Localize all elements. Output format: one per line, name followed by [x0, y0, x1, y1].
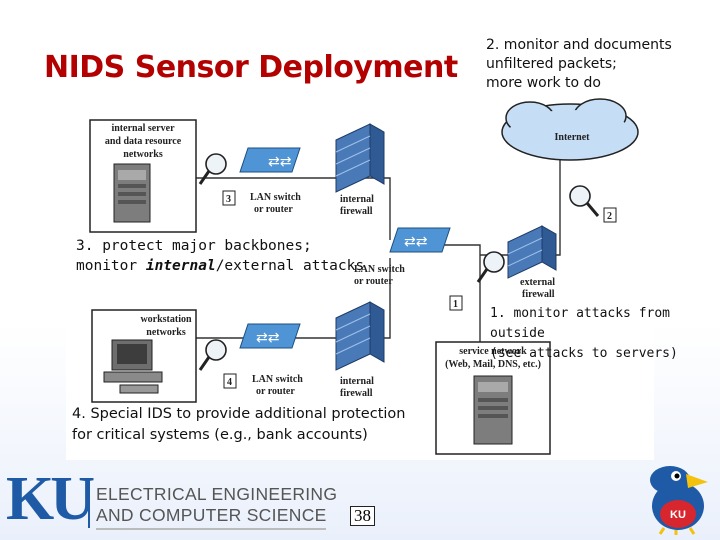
firewall-icon: external firewall	[507, 225, 557, 300]
jayhawk-mascot-icon: KU	[650, 466, 708, 535]
svg-text:LAN switch: LAN switch	[354, 264, 405, 275]
svg-text:firewall: firewall	[340, 206, 373, 217]
svg-text:KU: KU	[670, 509, 686, 521]
department-name: ELECTRICAL ENGINEERING AND COMPUTER SCIE…	[96, 484, 338, 525]
magnifier-icon	[198, 153, 227, 185]
svg-text:internal: internal	[340, 194, 374, 205]
note-line: for critical systems (e.g., bank account…	[72, 427, 368, 443]
svg-text:or router: or router	[256, 386, 295, 397]
svg-text:and data resource: and data resource	[105, 136, 182, 147]
svg-text:service network: service network	[459, 346, 527, 357]
service-network: service network (Web, Mail, DNS, etc.)	[435, 341, 551, 455]
magnifier-icon	[569, 185, 600, 217]
firewall-icon: internal firewall	[335, 123, 385, 217]
note-line: 2. monitor and documents	[486, 37, 672, 53]
svg-text:⇄⇄: ⇄⇄	[268, 154, 292, 170]
firewall-icon: internal firewall	[335, 301, 385, 399]
emphasis-internal: internal	[145, 258, 216, 274]
magnifier-icon	[476, 251, 505, 283]
svg-text:⇄⇄: ⇄⇄	[404, 234, 428, 250]
workstation-icon	[103, 339, 163, 394]
svg-text:1: 1	[453, 299, 458, 310]
svg-text:internal server: internal server	[111, 123, 175, 134]
sensor-tag: 4	[223, 373, 237, 389]
note-line: (see attacks to servers)	[490, 346, 678, 361]
svg-text:LAN switch: LAN switch	[250, 192, 301, 203]
server-tower-icon	[113, 163, 151, 223]
note-line: 3. protect major backbones;	[76, 238, 312, 254]
svg-text:networks: networks	[123, 149, 163, 160]
network-links	[162, 150, 561, 351]
note-sensor-1: 1. monitor attacks from outside (see att…	[490, 304, 720, 364]
svg-text:⇄⇄: ⇄⇄	[256, 330, 280, 346]
svg-text:firewall: firewall	[340, 388, 373, 399]
svg-text:networks: networks	[146, 327, 186, 338]
note-line: unfiltered packets;	[486, 56, 617, 72]
svg-text:3: 3	[226, 194, 231, 205]
lan-switch-icon: ⇄⇄ LAN switch or router	[354, 227, 451, 287]
note-sensor-2: 2. monitor and documents unfiltered pack…	[486, 36, 672, 93]
note-sensor-3: 3. protect major backbones; monitor inte…	[76, 236, 364, 276]
svg-text:(Web, Mail, DNS, etc.): (Web, Mail, DNS, etc.)	[445, 359, 541, 370]
workstation-network: workstation networks	[91, 309, 197, 403]
svg-text:or router: or router	[254, 204, 293, 215]
sensor-tag: 2	[603, 207, 617, 223]
slide-title: NIDS Sensor Deployment	[44, 50, 458, 85]
svg-text:LAN switch: LAN switch	[252, 374, 303, 385]
sensor-tag: 3	[222, 190, 236, 206]
lan-switch-icon: ⇄⇄ LAN switch or router	[239, 147, 301, 215]
note-line: monitor internal/external attacks	[76, 258, 365, 274]
sensor-tag: 1	[449, 295, 463, 311]
lan-switch-icon: ⇄⇄ LAN switch or router	[239, 323, 303, 397]
note-line: 4. Special IDS to provide additional pro…	[72, 406, 406, 422]
svg-text:or router: or router	[354, 276, 393, 287]
ku-logo: KU	[6, 465, 95, 533]
server-tower-icon	[473, 375, 513, 445]
svg-text:2: 2	[607, 211, 612, 222]
magnifier-icon	[198, 339, 227, 371]
svg-text:internal: internal	[340, 376, 374, 387]
svg-text:workstation: workstation	[140, 314, 192, 325]
note-sensor-4: 4. Special IDS to provide additional pro…	[72, 404, 405, 446]
internet-label: Internet	[555, 132, 591, 143]
svg-text:firewall: firewall	[522, 289, 555, 300]
internet-cloud: Internet	[501, 98, 639, 161]
page-number: 38	[350, 506, 375, 526]
footer-rule	[96, 528, 326, 530]
svg-text:external: external	[520, 277, 555, 288]
logo-divider	[88, 478, 90, 528]
note-line: more work to do	[486, 75, 602, 91]
note-line: 1. monitor attacks from outside	[490, 306, 671, 341]
internal-server-network: internal server and data resource networ…	[89, 119, 197, 233]
svg-text:4: 4	[227, 377, 232, 388]
